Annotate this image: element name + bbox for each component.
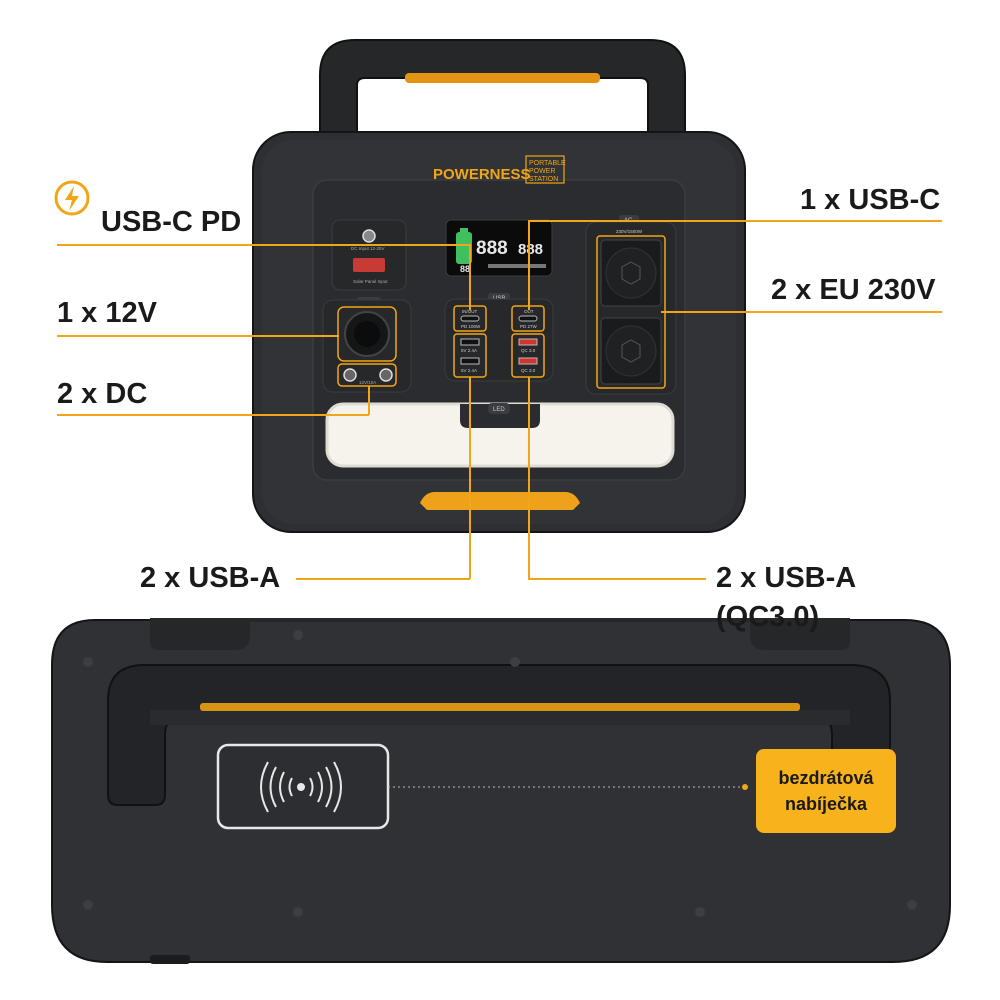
dc-port-1[interactable] <box>343 368 357 382</box>
display-in: 888 <box>476 238 508 259</box>
usbc-out-spec: PD 27W <box>520 324 538 329</box>
carry-handle <box>319 39 686 141</box>
solar-input-port[interactable] <box>353 258 385 272</box>
usbc-pd-port[interactable] <box>460 315 480 322</box>
brand-tag-1: PORTABLE <box>529 160 566 167</box>
usbc-out-label: OUT <box>524 309 534 314</box>
usba-spec-2: 5V 2.4A <box>461 368 477 373</box>
lightning-icon <box>54 180 90 216</box>
usbc-port[interactable] <box>518 315 538 322</box>
qc-port-1[interactable] <box>518 338 538 346</box>
usba-port-2[interactable] <box>460 357 480 365</box>
eu-socket-1[interactable] <box>600 239 662 307</box>
label-usba-qc-1: 2 x USB-A <box>716 562 857 594</box>
callout-line-qc <box>528 578 706 580</box>
wireless-badge-line1: bezdrátová <box>778 768 874 788</box>
usba-spec-1: 5V 2.4A <box>461 348 477 353</box>
callout-line-usba <box>296 578 470 580</box>
usbc-inout-spec: PD 100W <box>461 324 481 329</box>
wireless-badge: bezdrátová nabíječka <box>756 749 896 833</box>
callout-line-dc <box>57 414 369 416</box>
display-out: 888 <box>518 241 543 258</box>
wireless-badge-line2: nabíječka <box>784 794 868 814</box>
dc-port-2[interactable] <box>379 368 393 382</box>
brand-tag-3: STATION <box>529 176 558 183</box>
label-usba: 2 x USB-A <box>140 562 281 594</box>
callout-line-eu <box>661 311 942 313</box>
eu-socket-2[interactable] <box>600 317 662 385</box>
callout-line-usbc-pd <box>57 244 469 246</box>
label-usbc-pd: USB-C PD <box>101 206 242 238</box>
callout-line-qc-v <box>528 377 530 579</box>
callout-line-usba-v <box>469 377 471 579</box>
callout-line-usbc-1 <box>528 220 942 222</box>
lcd-display <box>445 219 553 277</box>
brand-tag-2: POWER <box>529 168 555 175</box>
label-usba-qc-2: (QC3.0) <box>716 601 820 633</box>
label-usbc-1: 1 x USB-C <box>800 184 941 216</box>
display-percent: 88 <box>460 264 470 274</box>
ac-spec: 230V/1500W <box>616 229 643 234</box>
callout-line-usbc-pd-v <box>469 244 471 310</box>
label-12v: 1 x 12V <box>57 297 157 329</box>
led-button[interactable] <box>488 403 510 414</box>
wireless-charging-icon <box>260 761 342 813</box>
power-station-top <box>51 618 951 964</box>
qc-spec-1: QC 3.0 <box>521 348 536 353</box>
usba-port-1[interactable] <box>460 338 480 346</box>
label-dc: 2 x DC <box>57 378 148 410</box>
label-eu-230v: 2 x EU 230V <box>771 274 936 306</box>
led-badge: LED <box>493 407 505 413</box>
qc-port-2[interactable] <box>518 357 538 365</box>
brand-logo: POWERNESS <box>433 166 531 183</box>
usbc-inout-label: IN/OUT <box>462 309 478 314</box>
callout-line-12v <box>57 335 339 337</box>
solar-input-label: Solar Panel Input <box>353 279 388 284</box>
dc-input-label: DC Input 12-25V <box>351 246 385 251</box>
callout-line-dc-v <box>368 386 370 415</box>
qc-spec-2: QC 3.0 <box>521 368 536 373</box>
callout-line-usbc-1-v <box>528 220 530 310</box>
dc-output-label: 12V/10A <box>359 380 376 385</box>
dc-input-port[interactable] <box>362 229 376 243</box>
